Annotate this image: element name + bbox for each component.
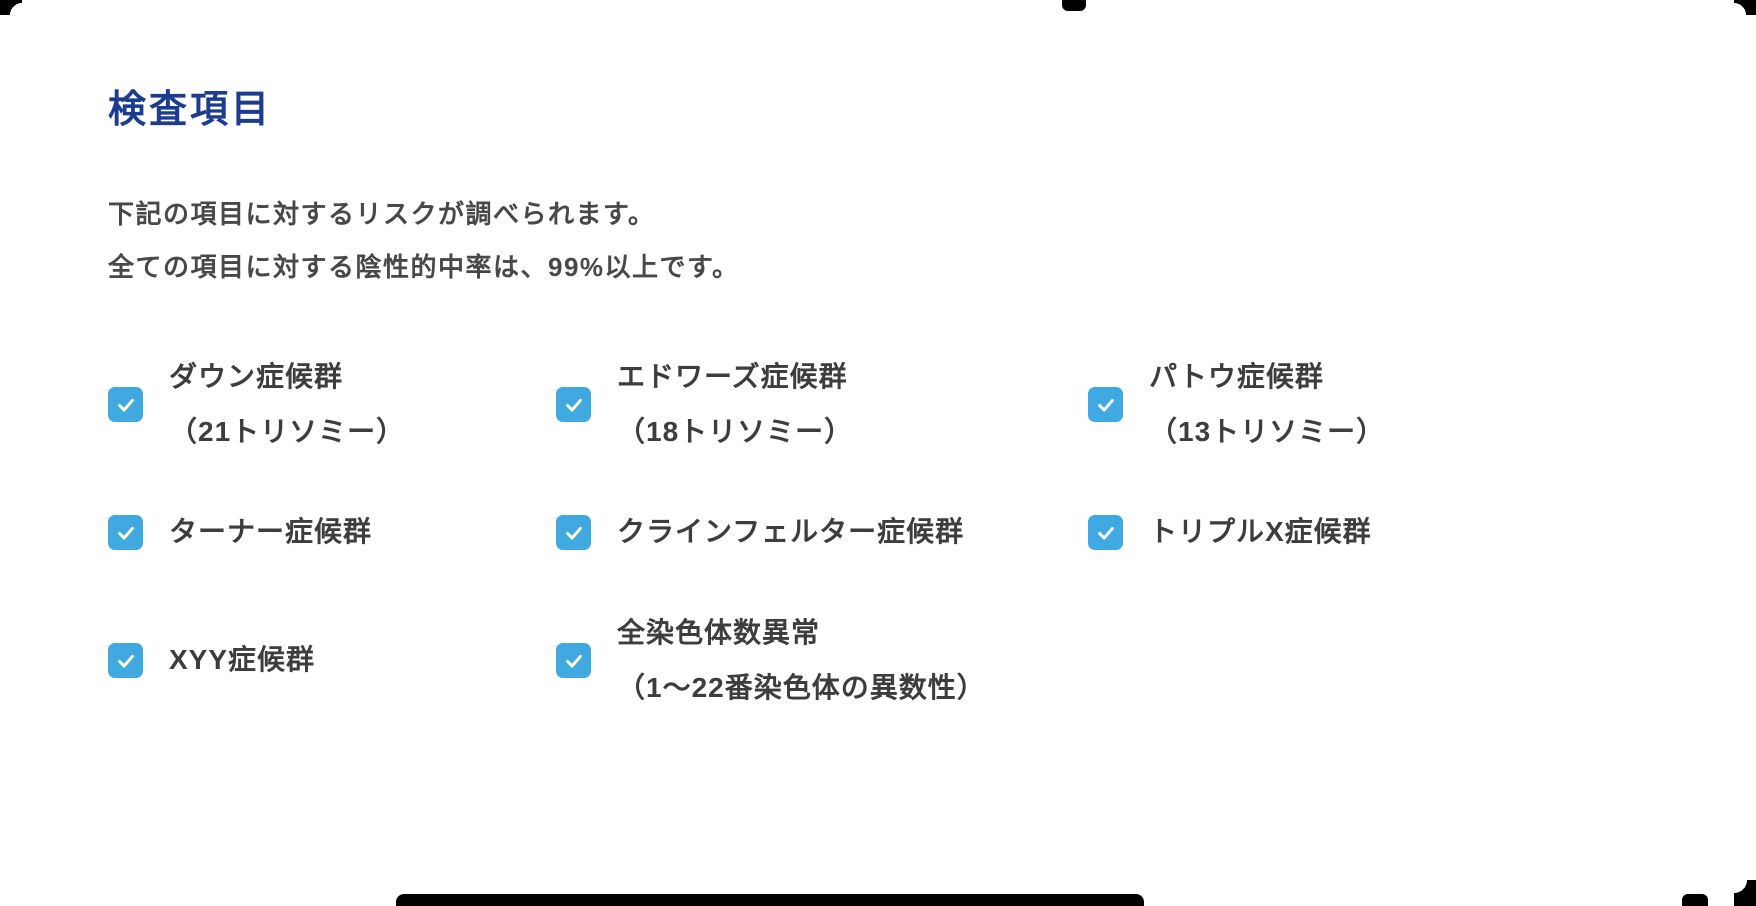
checkbox-checked-icon[interactable]: [556, 387, 591, 423]
checkbox-checked-icon[interactable]: [556, 643, 591, 679]
page-edge-mark: [1734, 880, 1756, 906]
page-edge-mark: [1682, 894, 1708, 906]
checklist-item-all-chromosome-aneuploidy: 全染色体数異常 （1〜22番染色体の異数性）: [556, 606, 1088, 715]
checklist-item-label: クラインフェルター症候群: [617, 516, 965, 548]
checklist-item-label: トリプルX症候群: [1149, 516, 1372, 548]
description-line: 全ての項目に対する陰性的中率は、99%以上です。: [108, 251, 740, 282]
section-title: 検査項目: [108, 89, 273, 131]
checklist-item-turner-syndrome: ターナー症候群: [108, 505, 556, 560]
section-description: 下記の項目に対するリスクが調べられます。 全ての項目に対する陰性的中率は、99%…: [108, 188, 1696, 295]
checklist-item-klinefelter-syndrome: クラインフェルター症候群: [556, 505, 1088, 560]
checkbox-checked-icon[interactable]: [108, 643, 143, 679]
checklist-item-label: ターナー症候群: [169, 516, 373, 548]
checkbox-checked-icon[interactable]: [1088, 515, 1123, 551]
checklist-item-label: パトウ症候群 （13トリソミー）: [1149, 361, 1386, 447]
checklist-item-edwards-syndrome: エドワーズ症候群 （18トリソミー）: [556, 350, 1088, 459]
page-edge-mark: [0, 0, 22, 15]
checklist-item-down-syndrome: ダウン症候群 （21トリソミー）: [108, 350, 556, 459]
description-line: 下記の項目に対するリスクが調べられます。: [108, 198, 656, 229]
checklist-item-label: 全染色体数異常 （1〜22番染色体の異数性）: [617, 616, 986, 703]
checkbox-checked-icon[interactable]: [1088, 387, 1123, 423]
page-edge-mark: [396, 894, 1144, 906]
checklist-item-triple-x-syndrome: トリプルX症候群: [1088, 505, 1696, 560]
checkbox-checked-icon[interactable]: [556, 515, 591, 551]
test-items-checklist: ダウン症候群 （21トリソミー） エドワーズ症候群 （18トリソミー）: [108, 350, 1696, 715]
checkbox-checked-icon[interactable]: [108, 515, 143, 551]
page-edge-mark: [1734, 0, 1756, 15]
checklist-item-label: ダウン症候群 （21トリソミー）: [169, 361, 406, 447]
checklist-item-label: エドワーズ症候群 （18トリソミー）: [617, 361, 854, 447]
checkbox-checked-icon[interactable]: [108, 387, 143, 423]
checklist-item-patau-syndrome: パトウ症候群 （13トリソミー）: [1088, 350, 1696, 459]
section-content: 検査項目 下記の項目に対するリスクが調べられます。 全ての項目に対する陰性的中率…: [108, 89, 1696, 715]
checklist-item-label: XYY症候群: [169, 644, 316, 676]
page-edge-mark: [1062, 0, 1086, 11]
checklist-item-xyy-syndrome: XYY症候群: [108, 633, 556, 688]
